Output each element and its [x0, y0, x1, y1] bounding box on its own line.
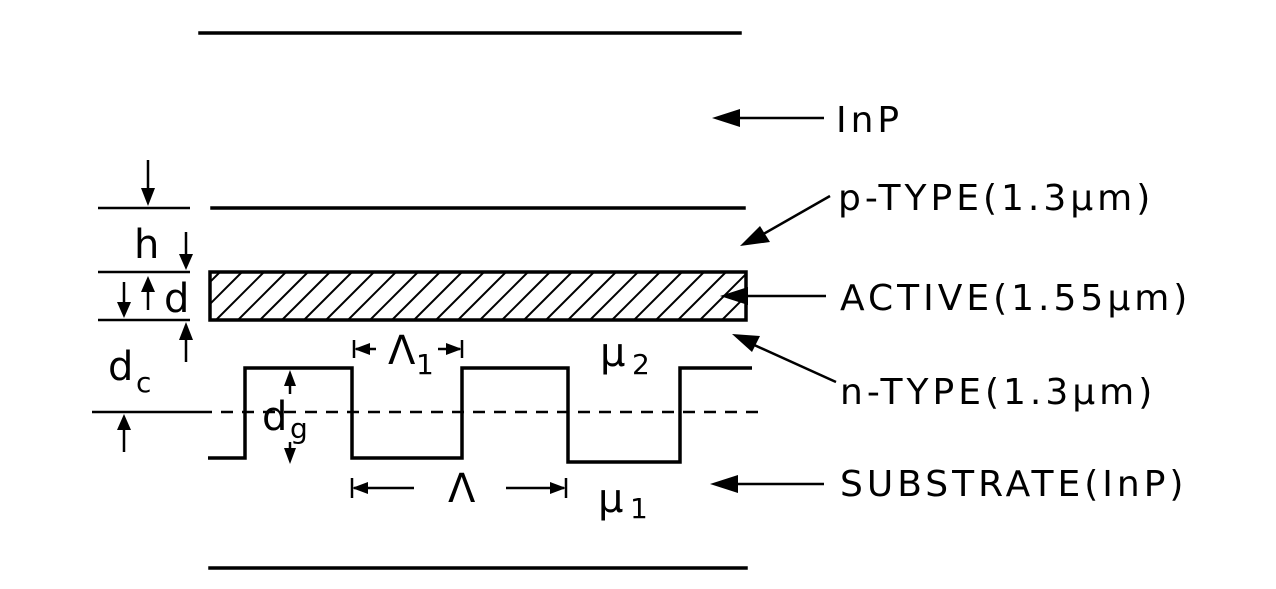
mu1-label-sub: 1: [630, 492, 648, 525]
hatch-line: [589, 272, 639, 320]
dg-label-main: d: [262, 394, 287, 440]
p-type-pointer-arrow: [740, 194, 831, 246]
hatch-line: [655, 272, 705, 320]
hatch-line: [633, 272, 683, 320]
hatch-line: [325, 272, 375, 320]
inp-pointer-arrow: [712, 109, 824, 127]
active-label: ACTIVE(1.55μm): [840, 278, 1191, 319]
active-pointer-arrow: [720, 287, 826, 305]
hatch-line: [721, 294, 746, 320]
n-type-label: n-TYPE(1.3μm): [840, 372, 1156, 413]
hatch-line: [281, 272, 331, 320]
p-type-label: p-TYPE(1.3μm): [838, 178, 1154, 219]
mu2-label-sub: 2: [632, 348, 650, 381]
mu2-label-main: μ: [600, 330, 625, 376]
hatch-line: [435, 272, 485, 320]
hatch-line: [237, 272, 287, 320]
mu1-label-main: μ: [598, 476, 623, 522]
dg-label-sub: g: [290, 412, 308, 445]
lambda-dimension-arrows: [350, 478, 568, 498]
dc-label-sub: c: [136, 366, 151, 399]
hatch-line: [567, 272, 617, 320]
hatch-line: [369, 272, 419, 320]
dc-label-main: d: [108, 344, 133, 390]
hatch-line: [413, 272, 463, 320]
n-type-pointer-arrow: [732, 334, 837, 384]
hatch-line: [611, 272, 661, 320]
lambda1-label-main: Λ: [388, 328, 416, 374]
dg-dimension-arrows: [284, 370, 296, 464]
hatch-line: [523, 272, 573, 320]
lambda-label: Λ: [448, 466, 476, 512]
hatch-line: [501, 272, 551, 320]
dc-dimension-arrows: [117, 322, 193, 452]
d-dimension-arrows: [117, 276, 155, 318]
h-dimension-arrows: [141, 160, 193, 270]
h-label: h: [134, 222, 159, 268]
hatch-line: [545, 272, 595, 320]
inp-label: InP: [836, 100, 903, 141]
hatch-line: [391, 272, 441, 320]
hatch-line: [210, 272, 243, 306]
hatch-line: [677, 272, 727, 320]
hatch-line: [457, 272, 507, 320]
substrate-pointer-arrow: [710, 475, 824, 493]
lambda1-dimension-arrows: [352, 340, 464, 358]
hatch-line: [479, 272, 529, 320]
active-layer: [208, 270, 748, 322]
hatch-line: [215, 272, 265, 320]
hatch-line: [210, 272, 221, 284]
hatch-line: [303, 272, 353, 320]
lambda1-label-sub: 1: [416, 348, 434, 381]
hatch-line: [347, 272, 397, 320]
hatch-line: [259, 272, 309, 320]
d-label: d: [164, 276, 189, 322]
substrate-label: SUBSTRATE(InP): [840, 464, 1187, 505]
